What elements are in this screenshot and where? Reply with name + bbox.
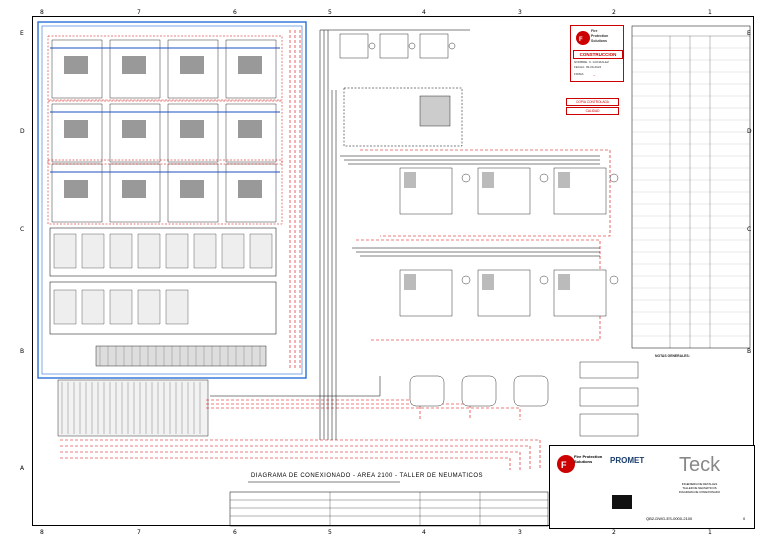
zone-label-bottom: 2 [612, 529, 616, 536]
controlled-copy-label: COPIA CONTROLADA [566, 98, 619, 106]
notes-title: NOTAS GENERALES: [655, 354, 690, 358]
zone-label-top: 4 [422, 9, 426, 16]
project-line: TALLER DE NEUMATICOS [682, 486, 717, 490]
project-description: INGENIERIA DE DETALLES TALLER DE NEUMATI… [646, 482, 753, 494]
project-line: INGENIERIA DE DETALLES [681, 482, 718, 486]
drawing-frame [32, 16, 754, 526]
engineer-seal [612, 495, 632, 509]
zone-label-right: C [747, 226, 752, 233]
diagram-title: DIAGRAMA DE CONEXIONADO - AREA 2100 - TA… [251, 473, 484, 479]
general-notes: NOTAS GENERALES: [655, 354, 745, 359]
svg-text:F: F [579, 37, 583, 43]
fps-line-1: Fire [591, 29, 598, 33]
title-block: F Fire Protection Solutions PROMET Teck … [549, 445, 755, 529]
stamp-date: FECHA: 09-09-2024 [574, 65, 602, 69]
svg-text:F: F [561, 460, 567, 470]
zone-label-top: 6 [233, 9, 237, 16]
fps-line-3: Solutions [591, 39, 607, 43]
zone-label-top: 1 [708, 9, 712, 16]
zone-label-bottom: 5 [328, 529, 332, 536]
zone-label-top: 3 [518, 9, 522, 16]
zone-label-left: D [20, 128, 25, 135]
zone-label-right: D [747, 128, 752, 135]
zone-label-top: 7 [137, 9, 141, 16]
fps-logo: F [576, 31, 590, 45]
zone-label-right: B [747, 348, 752, 355]
zone-label-left: E [20, 30, 24, 37]
promet-logo: PROMET [610, 456, 645, 465]
project-line: DIAGRAMA DE CONEXIONADO [678, 490, 721, 494]
document-number: QB2-DWG-ES-0000-2100 [646, 516, 693, 521]
quality-label: CALIDAD [566, 107, 619, 115]
signature-mark: ~ [593, 73, 596, 78]
zone-label-top: 5 [328, 9, 332, 16]
status-label: CONSTRUCCION [573, 50, 623, 59]
zone-label-top: 8 [40, 9, 44, 16]
zone-label-right: E [747, 30, 751, 37]
zone-label-left: C [20, 226, 25, 233]
stamp-signature-label: FIRMA: [574, 72, 585, 76]
fps-company-name: Fire Protection Solutions [574, 454, 603, 464]
fps-logo: F [557, 455, 575, 473]
zone-label-bottom: 3 [518, 529, 522, 536]
teck-logo: Teck [679, 454, 721, 476]
construction-stamp: F Fire Protection Solutions CONSTRUCCION… [570, 25, 624, 82]
stamp-name: NOMBRE: C. GONZALEZ [574, 60, 609, 64]
revision-number: 0 [743, 516, 746, 521]
zone-label-bottom: 1 [708, 529, 712, 536]
zone-label-top: 2 [612, 9, 616, 16]
zone-label-bottom: 7 [137, 529, 141, 536]
controlled-copy-stamp: COPIA CONTROLADA CALIDAD [566, 98, 619, 128]
zone-label-bottom: 8 [40, 529, 44, 536]
fps-line-2: Protection [591, 34, 609, 38]
zone-label-left: B [20, 348, 25, 355]
zone-label-bottom: 6 [233, 529, 237, 536]
zone-label-left: A [20, 465, 25, 472]
zone-label-bottom: 4 [422, 529, 426, 536]
